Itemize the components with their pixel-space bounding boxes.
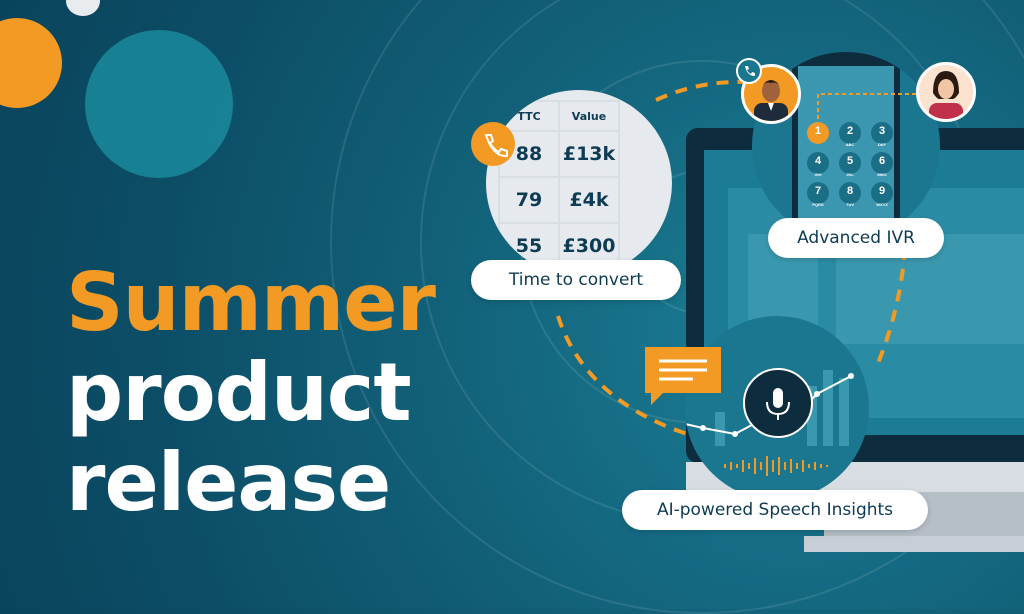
- table-cell: 79: [498, 176, 560, 224]
- soundwave-icon: [724, 456, 828, 476]
- microphone-icon: [743, 368, 813, 438]
- table-row: 79 £4k: [498, 176, 620, 224]
- keypad-key-1: 1: [807, 122, 829, 144]
- table-cell: £13k: [558, 130, 620, 178]
- white-dot-decoration: [66, 0, 100, 16]
- teal-circle-decoration: [85, 30, 233, 178]
- ivr-path: [817, 93, 942, 126]
- headline: Summer product release: [66, 256, 436, 529]
- speech-insights-label: AI-powered Speech Insights: [622, 490, 928, 530]
- monitor-base-shadow: [804, 536, 1024, 552]
- headline-line-3: release: [66, 436, 391, 529]
- value-header: Value: [558, 100, 620, 132]
- caller-avatar-icon: [916, 62, 976, 122]
- advanced-ivr-label: Advanced IVR: [768, 218, 944, 258]
- headline-line-2: product: [66, 346, 412, 439]
- phone-icon: [471, 122, 515, 166]
- chat-bubble-icon: [645, 347, 721, 407]
- table-row: 88 £13k: [498, 130, 620, 178]
- ttc-table: TTC Value 88 £13k 79 £4k 55 £300: [498, 100, 620, 270]
- time-to-convert-label: Time to convert: [471, 260, 681, 300]
- call-transfer-icon: [736, 58, 762, 84]
- headline-line-1: Summer: [66, 256, 436, 349]
- table-cell: £4k: [558, 176, 620, 224]
- ttc-header: TTC: [498, 100, 560, 132]
- time-to-convert-bubble: TTC Value 88 £13k 79 £4k 55 £300: [486, 90, 672, 276]
- speech-insights-bubble: [685, 316, 869, 500]
